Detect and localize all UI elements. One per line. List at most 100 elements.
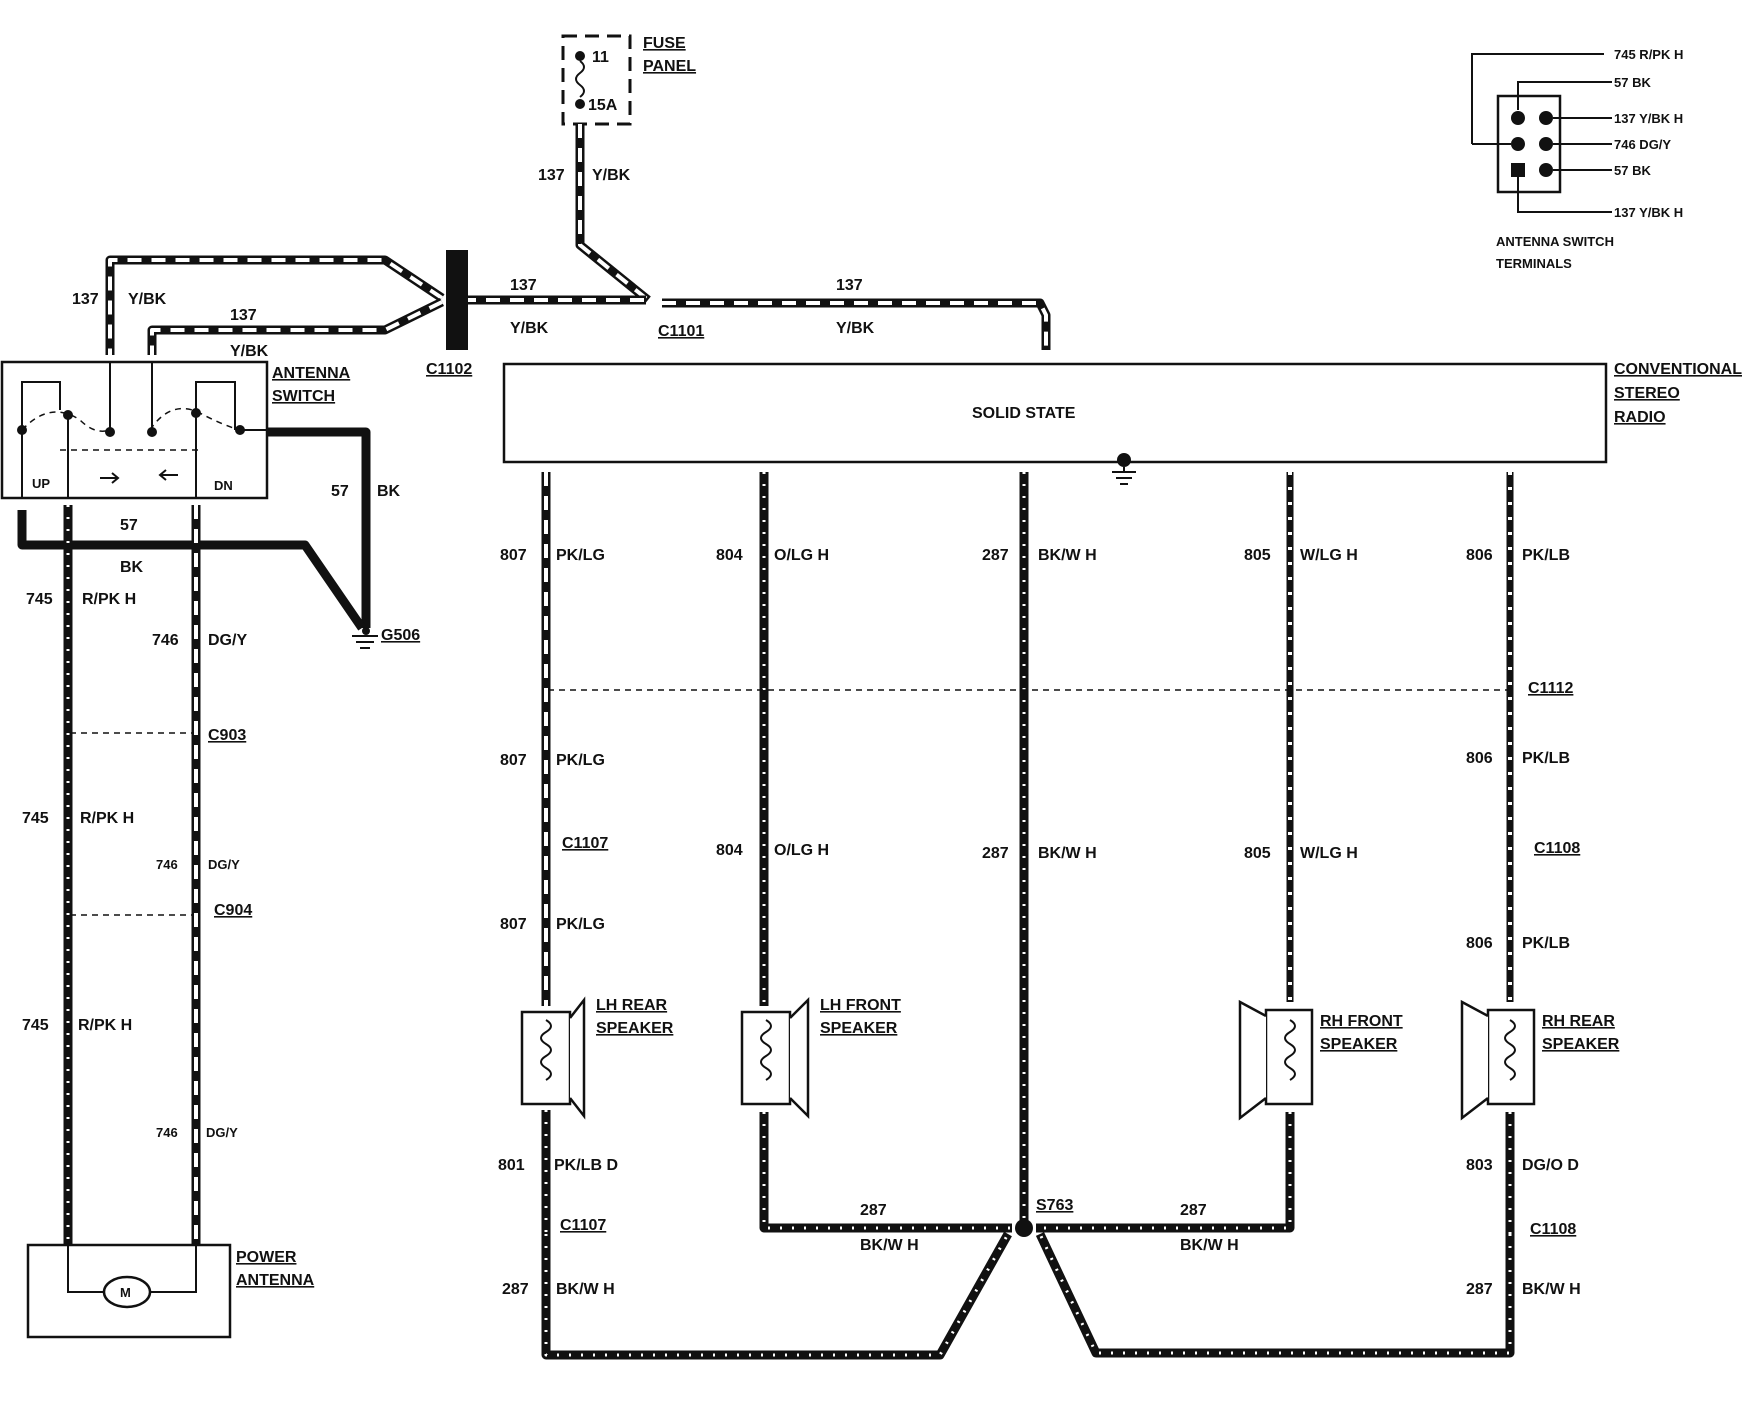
s763-label: S763: [1036, 1197, 1073, 1214]
wire-137-color-e: Y/BK: [230, 343, 269, 360]
c1102-connector-block: [446, 250, 468, 350]
fuse-rating: 15A: [588, 97, 618, 114]
antenna-switch-terminals-inset: [1471, 53, 1612, 213]
wire-804-color-b: O/LG H: [774, 842, 829, 859]
wire-745-number-c: 745: [22, 1017, 49, 1034]
wire-137-color-a: Y/BK: [592, 167, 631, 184]
wire-287-color-a: BK/W H: [1038, 547, 1097, 564]
c1107-top-label: C1107: [562, 835, 608, 852]
wire-745-color-c: R/PK H: [78, 1017, 132, 1034]
wire-287-number-e: 287: [1180, 1202, 1207, 1219]
wire-807-color-c: PK/LG: [556, 916, 605, 933]
c1108-top-label: C1108: [1534, 840, 1580, 857]
wire-287-color-c: BK/W H: [556, 1281, 615, 1298]
wire-803-number: 803: [1466, 1157, 1493, 1174]
radio-label-2: STEREO: [1614, 385, 1680, 402]
circuit-57-ground: [17, 427, 378, 649]
wire-804-number-a: 804: [716, 547, 743, 564]
wire-746-color-c: DG/Y: [206, 1125, 238, 1140]
wire-746-number-b: 746: [156, 857, 178, 872]
wire-57-color-b: BK: [120, 559, 144, 576]
wire-746-number-a: 746: [152, 632, 179, 649]
lh-front-speaker-label: LH FRONT: [820, 997, 901, 1014]
fuse-panel-label: FUSE: [643, 35, 686, 52]
wire-804-number-b: 804: [716, 842, 743, 859]
wire-746-number-c: 746: [156, 1125, 178, 1140]
wire-806-color-c: PK/LB: [1522, 935, 1570, 952]
terminal-label-2: 57 BK: [1614, 75, 1651, 90]
lh-rear-speaker-label: LH REAR: [596, 997, 668, 1014]
wire-804-color-a: O/LG H: [774, 547, 829, 564]
wire-746-color-a: DG/Y: [208, 632, 247, 649]
wire-57-number-b: 57: [120, 517, 138, 534]
speaker-wires: [541, 472, 1515, 1360]
terminals-title: ANTENNA SWITCH: [1496, 234, 1614, 249]
c903-label: C903: [208, 727, 246, 744]
motor-label: M: [120, 1285, 131, 1300]
wire-137-color-d: Y/BK: [128, 291, 167, 308]
c904-label: C904: [214, 902, 252, 919]
wire-287-number-c: 287: [502, 1281, 529, 1298]
wire-287-color-d: BK/W H: [860, 1237, 919, 1254]
wire-807-color-a: PK/LG: [556, 547, 605, 564]
wire-57-number-a: 57: [331, 483, 349, 500]
power-antenna-label: POWER: [236, 1249, 297, 1266]
fuse-panel: 11 15A FUSE PANEL: [561, 34, 696, 126]
wire-807-number-b: 807: [500, 752, 527, 769]
lh-front-speaker-label-2: SPEAKER: [820, 1020, 898, 1037]
wire-803-color: DG/O D: [1522, 1157, 1579, 1174]
terminal-label-1: 745 R/PK H: [1614, 47, 1683, 62]
wire-287-color-f: BK/W H: [1522, 1281, 1581, 1298]
wire-287-number-f: 287: [1466, 1281, 1493, 1298]
rh-front-speaker-label-2: SPEAKER: [1320, 1036, 1398, 1053]
lh-rear-speaker-label-2: SPEAKER: [596, 1020, 674, 1037]
wire-801-color: PK/LB D: [554, 1157, 618, 1174]
radio-inner-label: SOLID STATE: [972, 405, 1076, 422]
terminals-title-2: TERMINALS: [1496, 256, 1572, 271]
rh-front-speaker: [1238, 999, 1314, 1121]
terminal-label-5: 57 BK: [1614, 163, 1651, 178]
lh-front-speaker: [740, 996, 810, 1120]
wire-806-number-b: 806: [1466, 750, 1493, 767]
radio-label: CONVENTIONAL: [1614, 361, 1742, 378]
c1108-bot-label: C1108: [1530, 1221, 1576, 1238]
c1102-label: C1102: [426, 361, 472, 378]
wire-287-number-b: 287: [982, 845, 1009, 862]
g506-label: G506: [381, 627, 420, 644]
rh-rear-speaker: [1460, 999, 1536, 1121]
wire-287-number-a: 287: [982, 547, 1009, 564]
wire-807-number-c: 807: [500, 916, 527, 933]
wire-137-number-d: 137: [72, 291, 99, 308]
wire-806-number-c: 806: [1466, 935, 1493, 952]
terminal-label-4: 746 DG/Y: [1614, 137, 1671, 152]
wire-806-color-a: PK/LB: [1522, 547, 1570, 564]
wire-287-number-d: 287: [860, 1202, 887, 1219]
wire-137-color-c: Y/BK: [836, 320, 875, 337]
lh-rear-speaker: [520, 996, 586, 1120]
switch-up-label: UP: [32, 476, 50, 491]
wire-287-color-e: BK/W H: [1180, 1237, 1239, 1254]
c1107-bot-label: C1107: [560, 1217, 606, 1234]
fuse-number: 11: [592, 49, 609, 66]
wire-807-number-a: 807: [500, 547, 527, 564]
wire-801-number: 801: [498, 1157, 525, 1174]
power-antenna: M: [26, 1243, 232, 1339]
c1101-label: C1101: [658, 323, 704, 340]
circuit-137-wires: [105, 124, 1051, 355]
antenna-switch: UP DN: [0, 360, 269, 500]
wire-745-number-b: 745: [22, 810, 49, 827]
wire-137-number-b: 137: [510, 277, 537, 294]
wire-745-number-a: 745: [26, 591, 53, 608]
rh-front-speaker-label: RH FRONT: [1320, 1013, 1403, 1030]
wire-805-color-a: W/LG H: [1300, 547, 1358, 564]
wire-745-color-a: R/PK H: [82, 591, 136, 608]
wire-137-number-e: 137: [230, 307, 257, 324]
wire-807-color-b: PK/LG: [556, 752, 605, 769]
wire-287-color-b: BK/W H: [1038, 845, 1097, 862]
wire-137-number-a: 137: [538, 167, 565, 184]
stereo-radio: SOLID STATE: [502, 362, 1608, 485]
wire-137-number-c: 137: [836, 277, 863, 294]
rh-rear-speaker-label: RH REAR: [1542, 1013, 1615, 1030]
antenna-switch-label-2: SWITCH: [272, 388, 335, 405]
